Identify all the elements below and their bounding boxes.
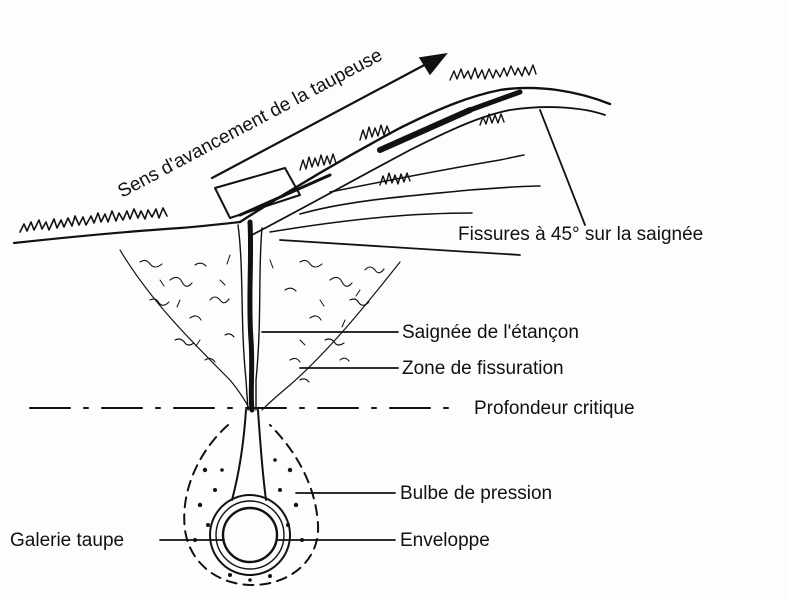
label-fissures: Fissures à 45° sur la saignée	[458, 224, 703, 245]
surface-strip	[214, 64, 612, 237]
label-galerie: Galerie taupe	[10, 530, 124, 551]
ground-surface	[12, 207, 521, 256]
label-saignee: Saignée de l'étançon	[402, 322, 579, 343]
label-bulbe: Bulbe de pression	[400, 483, 552, 504]
stem	[231, 409, 267, 501]
leader-lines	[159, 109, 586, 541]
label-profondeur: Profondeur critique	[474, 398, 635, 419]
mole-channel	[221, 506, 279, 564]
label-zone: Zone de fissuration	[402, 358, 564, 379]
cracking-zone	[119, 249, 401, 411]
envelope	[209, 494, 291, 576]
label-enveloppe: Enveloppe	[400, 530, 490, 551]
pressure-bulb	[183, 424, 320, 586]
direction-arrow	[210, 52, 448, 180]
slot	[237, 219, 263, 413]
